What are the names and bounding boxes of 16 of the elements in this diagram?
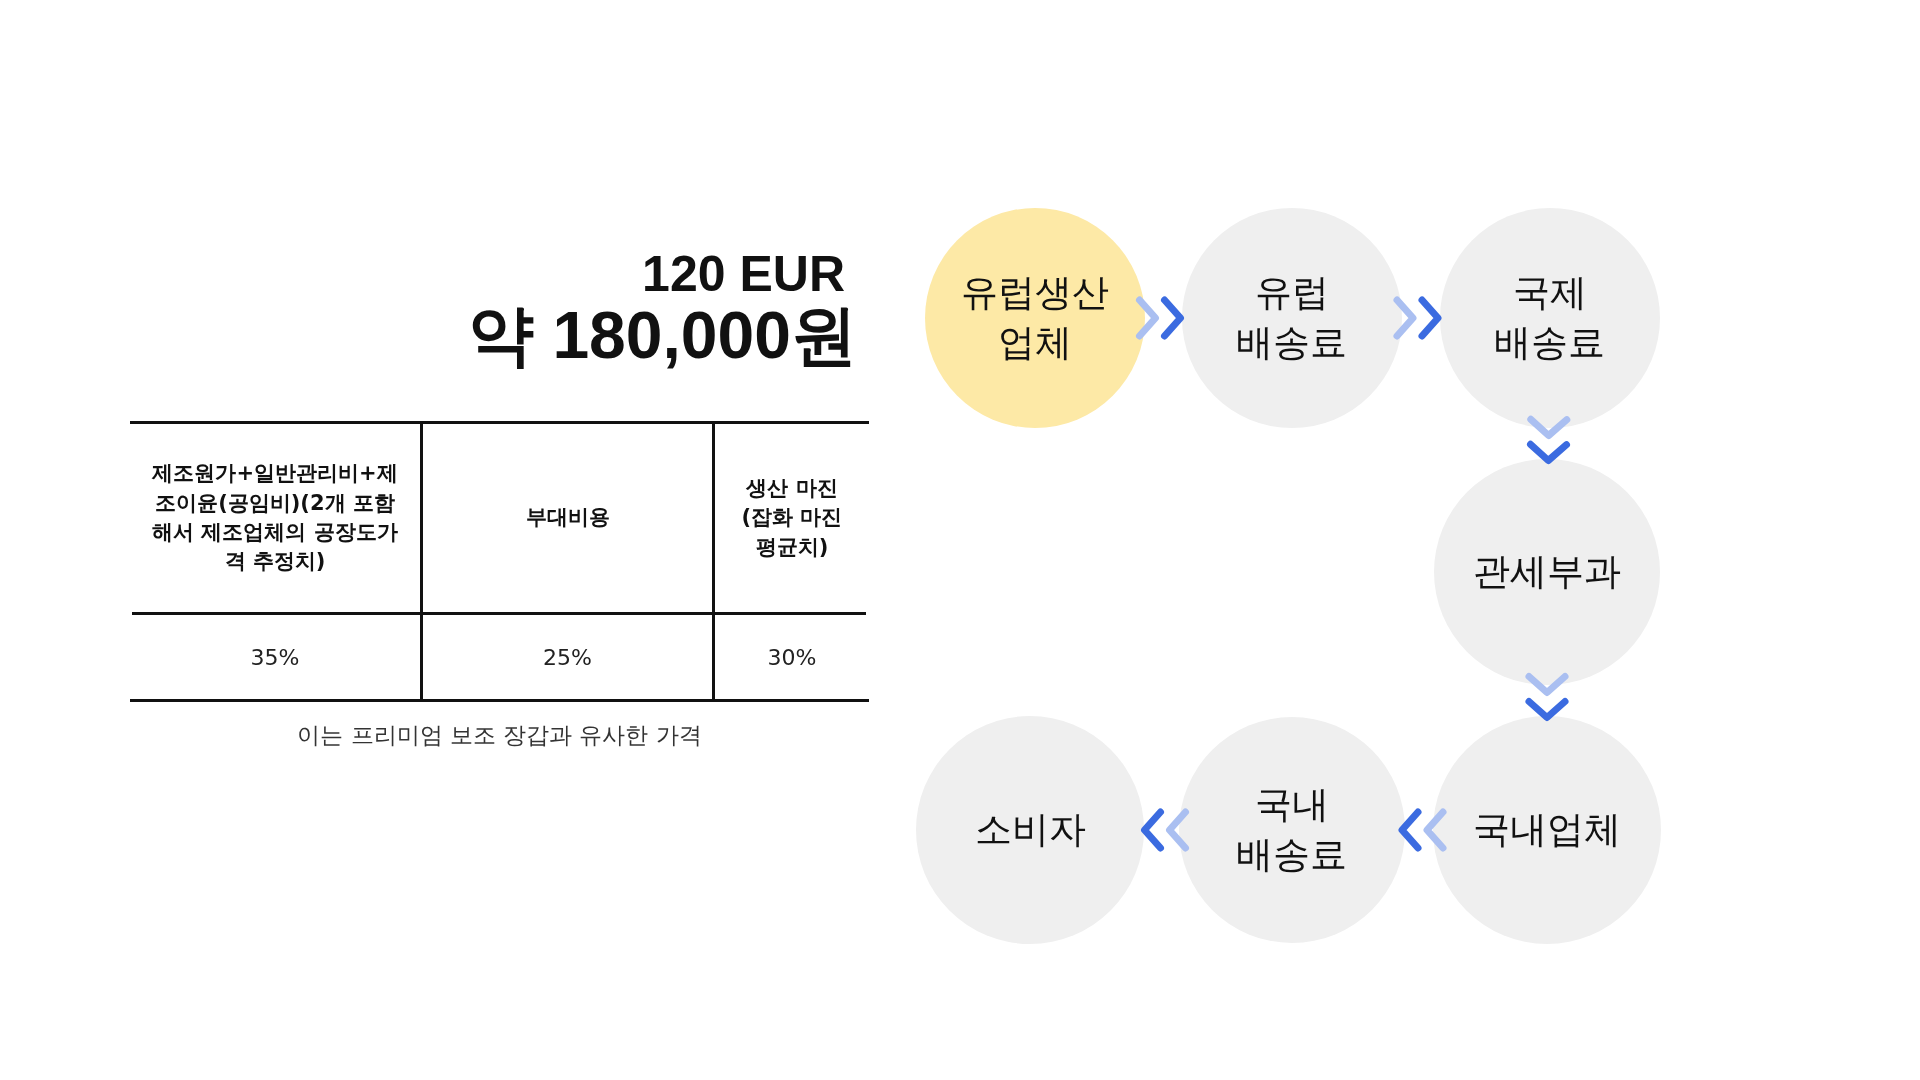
step-label: 유럽생산 업체: [960, 270, 1110, 366]
step-label: 유럽 배송료: [1235, 270, 1349, 366]
price-heading: 약 180,000원: [468, 300, 857, 370]
column-header: 부대비용: [524, 504, 611, 532]
footnote: 이는 프리미엄 보조 장갑과 유사한 가격: [297, 721, 702, 750]
step-label: 국내업체: [1473, 807, 1621, 854]
step-label: 국내 배송료: [1235, 782, 1349, 878]
step-label: 관세부과: [1473, 549, 1621, 596]
column-header: 제조원가+일반관리비+제조이윤(공임비)(2개 포함해서 제조업체의 공장도가격 추정치): [151, 460, 399, 576]
percentage-value: 35%: [250, 643, 300, 672]
percentage-value: 30%: [767, 643, 817, 672]
step-label: 국제 배송료: [1493, 270, 1607, 366]
price-heading: 120 EUR: [642, 248, 845, 301]
column-header: 생산 마진 (잡화 마진 평균치): [740, 474, 844, 561]
step-label: 소비자: [974, 807, 1086, 854]
percentage-value: 25%: [543, 643, 592, 672]
